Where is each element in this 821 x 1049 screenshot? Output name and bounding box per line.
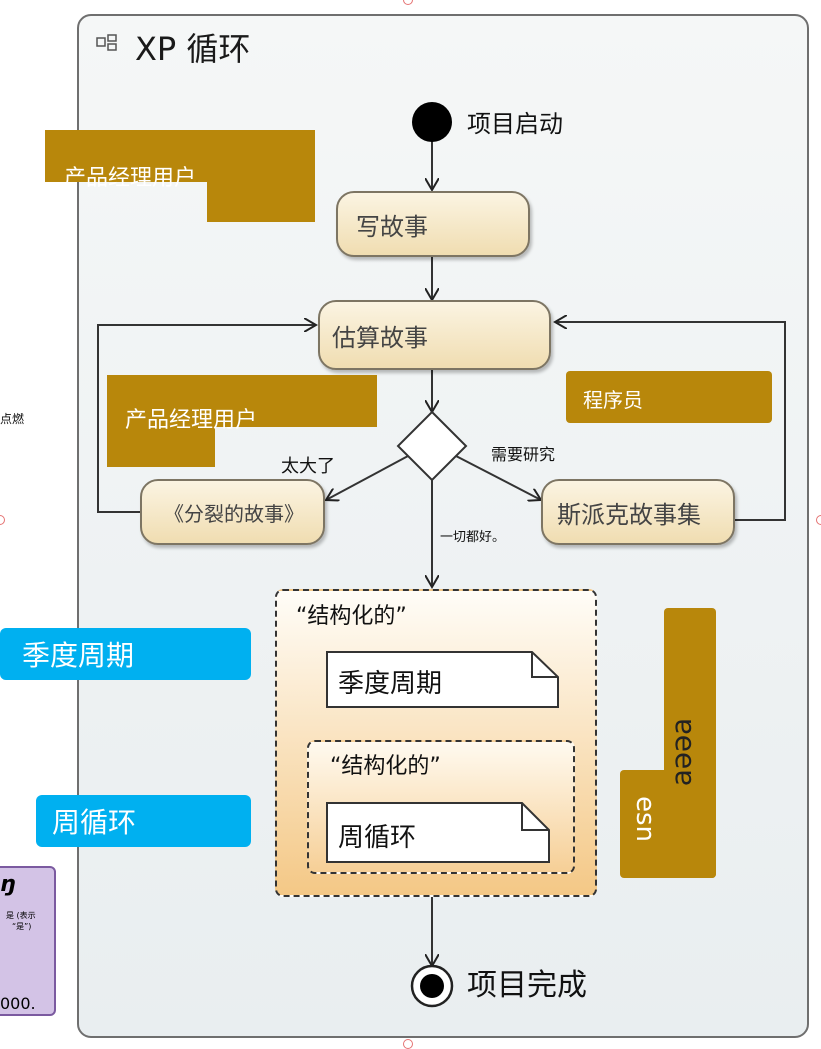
- lane-programmer: 程序员: [583, 388, 643, 412]
- structured-inner-label: “结构化的”: [330, 754, 441, 779]
- edge-spike-loop: [555, 322, 786, 521]
- activity-split-story: 《分裂的故事》: [140, 479, 325, 545]
- lane-pm-user-2-bg: [107, 375, 377, 427]
- guard-too-big: 太大了: [281, 456, 335, 477]
- selection-handle-right[interactable]: [816, 515, 821, 525]
- edge-decision-split: [326, 455, 409, 500]
- activity-write-story-label: 写故事: [356, 212, 428, 241]
- quarterly-side-label: 季度周期: [0, 628, 251, 680]
- structured-outer-label: “结构化的”: [296, 604, 407, 629]
- purple-note-text-2: “是”): [12, 922, 32, 931]
- left-edge-text: 点燃: [0, 412, 25, 426]
- end-label: 项目完成: [467, 968, 587, 1003]
- guard-needs-research: 需要研究: [491, 445, 556, 464]
- rotated-label-bg-2: [620, 770, 716, 878]
- rotated-label-2: esn: [630, 796, 660, 843]
- activity-diagram-icon: [96, 34, 117, 51]
- activity-write-story: 写故事: [336, 191, 530, 257]
- purple-note-text-1: 是 (表示: [6, 911, 36, 920]
- initial-node: [412, 102, 452, 142]
- selection-handle-bottom[interactable]: [403, 1039, 413, 1049]
- weekly-note-label: 周循环: [338, 823, 417, 853]
- weekly-note: [326, 802, 550, 863]
- activity-spike-story: 斯派克故事集: [541, 479, 735, 545]
- edge-decision-spike: [455, 455, 541, 500]
- activity-split-story-label: 《分裂的故事》: [164, 501, 304, 526]
- lane-programmer-bg: [566, 371, 772, 423]
- activity-spike-story-label: 斯派克故事集: [557, 500, 701, 529]
- start-label: 项目启动: [467, 110, 563, 138]
- purple-note-box: [0, 866, 56, 1016]
- activity-estimate-story: 估算故事: [318, 300, 551, 370]
- decision-node: [396, 410, 468, 482]
- weekly-side-label: 周循环: [36, 795, 251, 847]
- quarterly-note-label: 季度周期: [338, 669, 443, 699]
- purple-note-glyph: ŋ: [0, 872, 16, 897]
- guard-all-good: 一切都好。: [440, 530, 506, 545]
- lane-pm-user-2: 产品经理用户: [125, 408, 258, 433]
- lane-pm-user-1-bg: [45, 130, 315, 182]
- diagram-title: XP 循环: [135, 30, 251, 68]
- rotated-label-1: ɐeeɐ: [669, 718, 702, 787]
- edge-split-loop: [97, 325, 316, 513]
- lane-pm-user-1: 产品经理用户: [64, 166, 197, 191]
- quarterly-note: [326, 651, 559, 708]
- activity-estimate-story-label: 估算故事: [332, 323, 428, 352]
- purple-note-number: 000.: [0, 994, 36, 1013]
